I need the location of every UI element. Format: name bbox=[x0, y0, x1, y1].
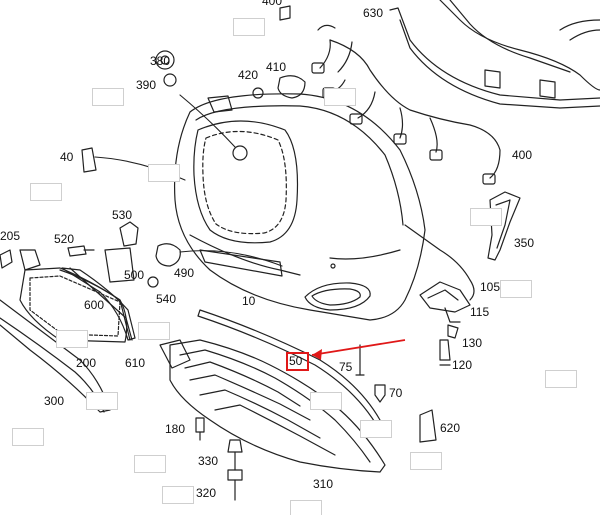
callout-390[interactable]: 390 bbox=[136, 78, 157, 92]
fasteners bbox=[195, 324, 459, 501]
callout-70[interactable]: 70 bbox=[389, 386, 403, 400]
callout-630[interactable]: 630 bbox=[363, 6, 384, 20]
callout-420[interactable]: 420 bbox=[238, 68, 259, 82]
blank-label-box bbox=[86, 392, 118, 410]
undertray bbox=[159, 339, 386, 473]
callout-540[interactable]: 540 bbox=[156, 292, 177, 306]
callout-500[interactable]: 500 bbox=[124, 268, 145, 282]
callout-490[interactable]: 490 bbox=[174, 266, 195, 280]
blank-label-box bbox=[233, 18, 265, 36]
callout-410[interactable]: 410 bbox=[266, 60, 287, 74]
top-right-brackets bbox=[279, 0, 600, 109]
callout-75[interactable]: 75 bbox=[339, 360, 353, 374]
callout-400-top[interactable]: 400 bbox=[262, 0, 283, 8]
callout-610[interactable]: 610 bbox=[125, 356, 146, 370]
callout-10[interactable]: 10 bbox=[242, 294, 256, 308]
callout-40[interactable]: 40 bbox=[60, 150, 74, 164]
callout-300[interactable]: 300 bbox=[44, 394, 65, 408]
blank-label-box bbox=[470, 208, 502, 226]
blank-label-box bbox=[56, 330, 88, 348]
blank-label-box bbox=[162, 486, 194, 504]
blank-label-box bbox=[324, 88, 356, 106]
highlight-box-50 bbox=[286, 352, 309, 371]
callout-620[interactable]: 620 bbox=[440, 421, 461, 435]
callout-310[interactable]: 310 bbox=[313, 477, 334, 491]
callout-400[interactable]: 400 bbox=[512, 148, 533, 162]
callout-205[interactable]: 205 bbox=[0, 229, 21, 243]
callout-115[interactable]: 115 bbox=[470, 305, 490, 319]
bumper-cover bbox=[174, 93, 475, 321]
blank-label-box bbox=[310, 392, 342, 410]
callout-200[interactable]: 200 bbox=[76, 356, 97, 370]
blank-label-box bbox=[92, 88, 124, 106]
blank-label-box bbox=[148, 164, 180, 182]
blank-label-box bbox=[138, 322, 170, 340]
callout-130[interactable]: 130 bbox=[462, 336, 483, 350]
callout-105[interactable]: 105 bbox=[480, 280, 501, 294]
side-mount-bracket bbox=[419, 281, 471, 323]
callout-520[interactable]: 520 bbox=[54, 232, 75, 246]
callout-380[interactable]: 380 bbox=[150, 54, 171, 68]
blank-label-box bbox=[12, 428, 44, 446]
emblem-parts bbox=[81, 50, 306, 173]
blank-label-box bbox=[134, 455, 166, 473]
small-parts-left bbox=[59, 221, 181, 341]
right-bracket bbox=[487, 191, 521, 261]
callout-330[interactable]: 330 bbox=[198, 454, 219, 468]
blank-label-box bbox=[410, 452, 442, 470]
blank-label-box bbox=[500, 280, 532, 298]
callout-120[interactable]: 120 bbox=[452, 358, 473, 372]
callout-180[interactable]: 180 bbox=[165, 422, 186, 436]
blank-label-box bbox=[360, 420, 392, 438]
callout-320[interactable]: 320 bbox=[196, 486, 217, 500]
highlight-arrow bbox=[311, 339, 406, 360]
callout-350[interactable]: 350 bbox=[514, 236, 535, 250]
blank-label-box bbox=[30, 183, 62, 201]
blank-label-box bbox=[290, 500, 322, 515]
blank-label-box bbox=[545, 370, 577, 388]
callout-530[interactable]: 530 bbox=[112, 208, 133, 222]
callout-600[interactable]: 600 bbox=[84, 298, 105, 312]
callout-50[interactable]: 50 bbox=[289, 354, 303, 368]
